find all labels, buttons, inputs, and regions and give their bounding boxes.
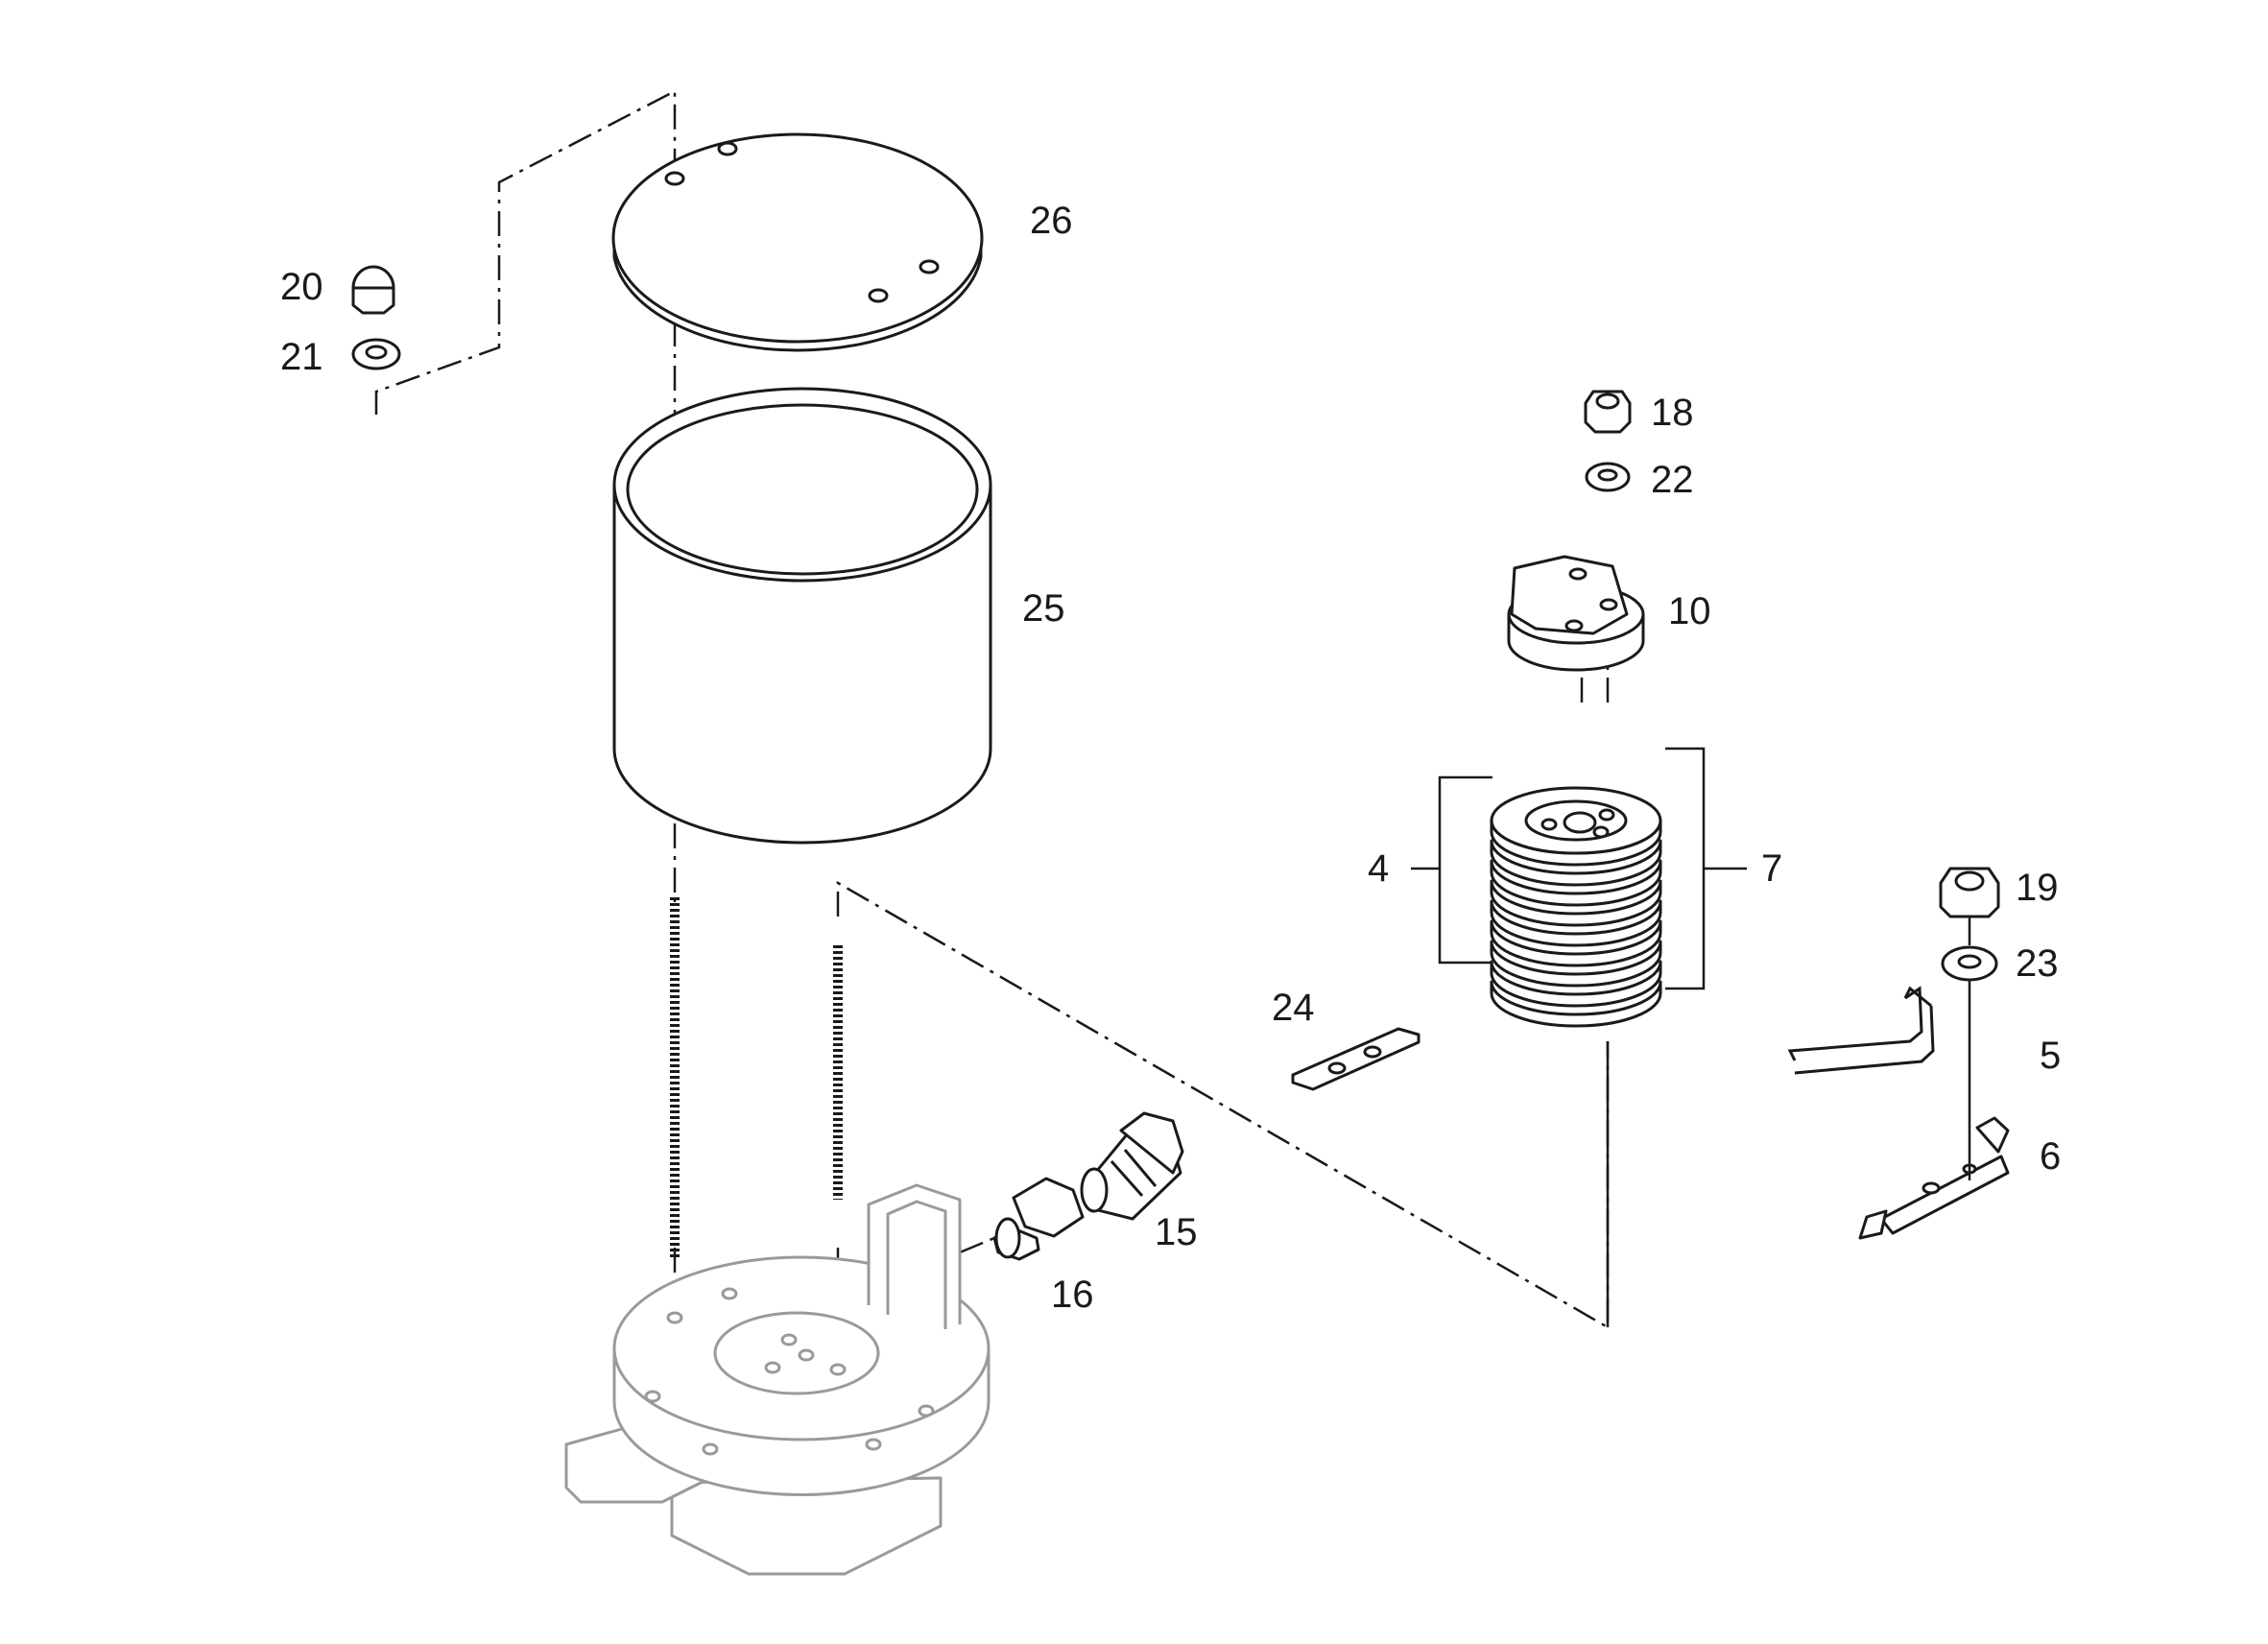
latch-part <box>1858 1116 2010 1240</box>
callout-19: 19 <box>2016 867 2059 909</box>
spring-disc <box>1490 879 1662 927</box>
washer-part-22 <box>1585 462 1631 492</box>
callout-20: 20 <box>280 266 323 308</box>
callout-24: 24 <box>1272 987 1315 1029</box>
callout-15: 15 <box>1155 1211 1198 1253</box>
spring-disc <box>1490 899 1662 947</box>
threaded-studs <box>670 897 843 1257</box>
spring-bolt-hole <box>1540 818 1558 831</box>
spring-disc <box>1490 940 1662 988</box>
spring-stack-part <box>1490 786 1662 1028</box>
pump-base-part <box>564 1183 991 1576</box>
callout-10: 10 <box>1668 590 1711 632</box>
cap-nut-part <box>351 265 395 315</box>
callout-26: 26 <box>1030 200 1073 242</box>
coupling-part <box>1080 1111 1184 1221</box>
callout-7: 7 <box>1761 847 1782 890</box>
spring-inner-ring <box>1524 799 1628 842</box>
callout-18: 18 <box>1651 392 1694 434</box>
nut-part-19 <box>1939 867 2000 918</box>
reservoir-cylinder-part <box>612 387 992 845</box>
spring-disc <box>1490 919 1662 967</box>
spring-disc <box>1490 960 1662 1008</box>
callout-brackets <box>1411 747 1747 990</box>
spring-disc <box>1490 859 1662 907</box>
callout-21: 21 <box>280 336 323 378</box>
fitting-part <box>992 1177 1085 1261</box>
leader-lines <box>1606 917 1971 1327</box>
plate-part <box>1291 1027 1420 1091</box>
callout-5: 5 <box>2040 1035 2061 1077</box>
callout-16: 16 <box>1051 1274 1094 1316</box>
washer-part-23 <box>1941 945 1998 982</box>
spring-disc <box>1490 980 1662 1028</box>
callout-23: 23 <box>2016 942 2059 985</box>
callout-25: 25 <box>1022 587 1065 630</box>
spring-bolt-hole <box>1592 825 1610 839</box>
wire-bracket-part <box>1787 986 1935 1075</box>
spring-bolt-hole <box>1598 808 1615 822</box>
spring-center-bore <box>1563 811 1597 834</box>
callout-6: 6 <box>2040 1135 2061 1178</box>
callout-labels: 26 20 21 25 18 22 10 4 7 19 23 24 5 6 15… <box>280 200 2061 1316</box>
spring-disc <box>1490 839 1662 887</box>
clamp-part <box>1507 555 1645 672</box>
nut-part-18 <box>1584 390 1632 434</box>
callout-22: 22 <box>1651 459 1694 501</box>
washer-part-21 <box>351 338 401 370</box>
lid-part <box>611 132 984 352</box>
callout-4: 4 <box>1368 847 1389 890</box>
